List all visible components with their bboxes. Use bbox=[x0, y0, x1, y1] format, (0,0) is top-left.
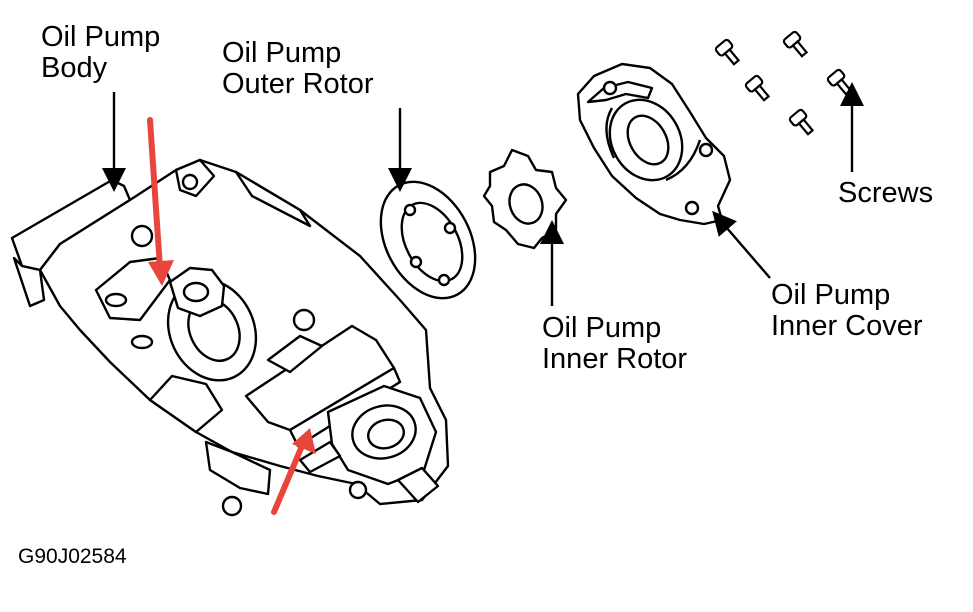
oil-pump-outer-rotor-drawing bbox=[379, 180, 477, 300]
label-oil-pump-inner-rotor: Oil Pump Inner Rotor bbox=[542, 312, 688, 375]
oil-pump-body-drawing bbox=[10, 158, 450, 517]
red-arrow-upper-head bbox=[148, 260, 174, 286]
figure-id: G90J02584 bbox=[18, 545, 127, 568]
oil-pump-inner-rotor-drawing bbox=[482, 148, 568, 250]
leader-arrows bbox=[102, 82, 864, 306]
screws-drawing bbox=[714, 30, 853, 136]
red-arrow-upper bbox=[147, 117, 163, 271]
red-arrow-lower bbox=[271, 443, 305, 515]
label-oil-pump-outer-rotor: Oil Pump Outer Rotor bbox=[222, 37, 374, 100]
inner-cover-leader-arrow bbox=[712, 210, 771, 279]
label-oil-pump-body: Oil Pump Body bbox=[41, 21, 161, 84]
label-screws: Screws bbox=[838, 177, 934, 209]
red-arrow-lower-head bbox=[292, 428, 316, 454]
oil-pump-inner-cover-drawing bbox=[576, 62, 732, 226]
label-oil-pump-inner-cover: Oil Pump Inner Cover bbox=[771, 279, 923, 342]
highlight-arrows bbox=[147, 117, 316, 515]
